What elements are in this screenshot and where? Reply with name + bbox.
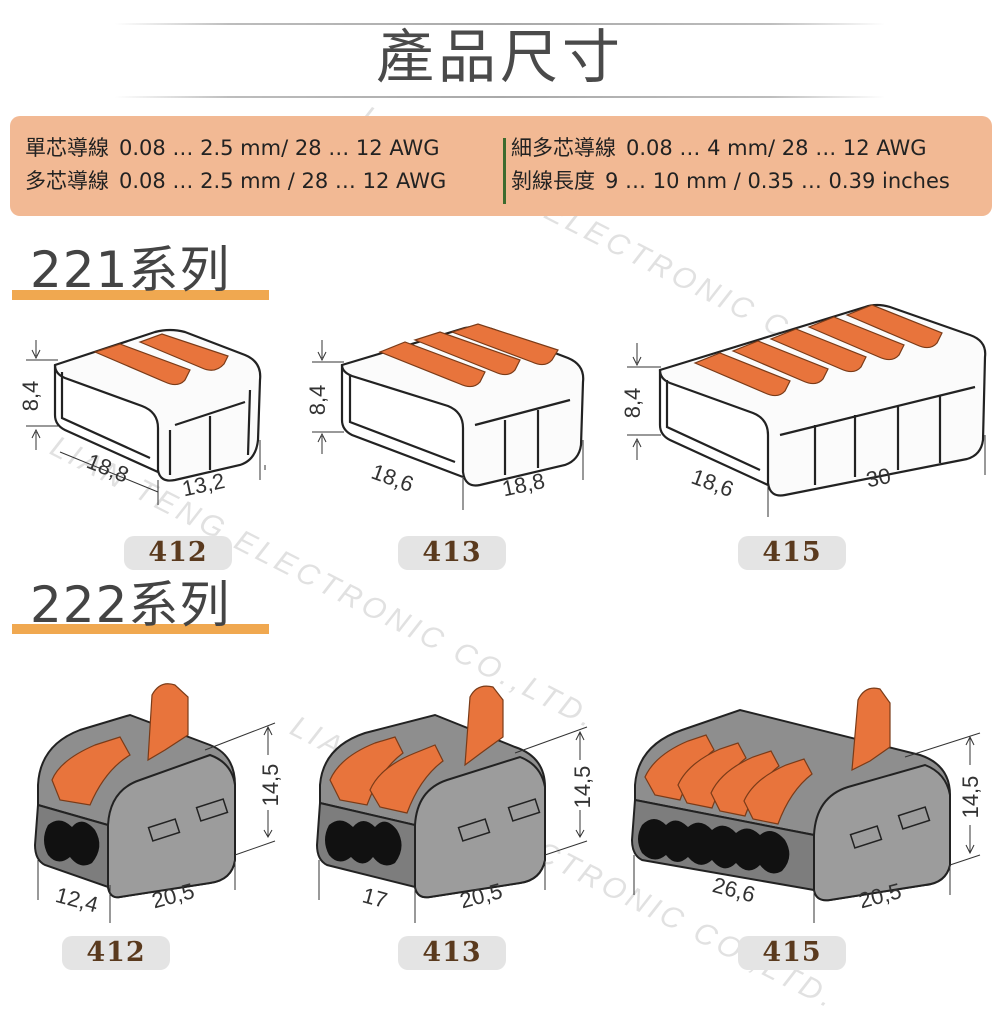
dim-height: 8,4 xyxy=(305,385,330,416)
connector-221-415-drawing: 8,4 18,6 30 xyxy=(620,303,987,517)
dim-depth: 18,6 xyxy=(688,464,737,502)
connector-222-415-drawing: 14,5 26,6 20,5 xyxy=(630,687,983,923)
spec-column-left: 單芯導線 0.08 … 2.5 mm/ 28 … 12 AWG 多芯導線 0.08 … xyxy=(25,132,446,198)
spec-row-solid-wire: 單芯導線 0.08 … 2.5 mm/ 28 … 12 AWG xyxy=(25,132,446,165)
dim-width: 17 xyxy=(360,883,390,913)
spec-row-fine-stranded-wire: 細多芯導線 0.08 … 4 mm/ 28 … 12 AWG xyxy=(511,132,950,165)
spec-value: 0.08 … 2.5 mm/ 28 … 12 AWG xyxy=(119,136,440,160)
series-222-underline xyxy=(12,624,269,634)
spec-row-strip-length: 剝線長度 9 … 10 mm / 0.35 … 0.39 inches xyxy=(511,165,950,198)
dim-width: 12,4 xyxy=(53,882,101,917)
spec-row-stranded-wire: 多芯導線 0.08 … 2.5 mm / 28 … 12 AWG xyxy=(25,165,446,198)
dim-height: 14,5 xyxy=(258,764,283,807)
spec-label: 多芯導線 xyxy=(25,169,109,193)
spec-label: 剝線長度 xyxy=(511,169,595,193)
wire-spec-panel: 單芯導線 0.08 … 2.5 mm/ 28 … 12 AWG 多芯導線 0.08 … xyxy=(10,116,992,216)
model-badge-221-415: 415 xyxy=(738,536,846,570)
model-badge-221-412: 412 xyxy=(124,536,232,570)
model-badge-221-413: 413 xyxy=(398,536,506,570)
dim-height: 14,5 xyxy=(958,776,983,819)
connector-222-412-drawing: 14,5 12,4 20,5 xyxy=(33,683,283,923)
spec-value: 0.08 … 4 mm/ 28 … 12 AWG xyxy=(626,136,927,160)
model-badge-222-415: 415 xyxy=(738,936,846,970)
connector-221-412-drawing: 8,4 18,8 13,2 xyxy=(18,328,266,505)
series-222-title: 222系列 xyxy=(30,576,231,634)
model-badge-222-413: 413 xyxy=(398,936,506,970)
model-badge-222-412: 412 xyxy=(62,936,170,970)
header-rule-top xyxy=(115,23,885,25)
header-rule-bottom xyxy=(115,96,885,98)
dim-depth: 18,6 xyxy=(368,459,417,497)
connector-222-413-drawing: 14,5 17 20,5 xyxy=(315,685,595,923)
dim-width: 30 xyxy=(864,463,893,493)
spec-divider xyxy=(503,138,506,204)
series-221-title: 221系列 xyxy=(30,241,231,299)
spec-value: 0.08 … 2.5 mm / 28 … 12 AWG xyxy=(119,169,447,193)
dim-height: 8,4 xyxy=(620,388,645,419)
spec-label: 細多芯導線 xyxy=(511,136,616,160)
spec-label: 單芯導線 xyxy=(25,136,109,160)
page-title: 產品尺寸 xyxy=(375,23,624,91)
connector-221-413-drawing: 8,4 18,6 18,8 xyxy=(305,323,585,510)
dim-height: 14,5 xyxy=(570,766,595,809)
spec-column-right: 細多芯導線 0.08 … 4 mm/ 28 … 12 AWG 剝線長度 9 … 10… xyxy=(511,132,950,198)
dim-height: 8,4 xyxy=(18,381,43,412)
series-221-underline xyxy=(12,290,269,300)
spec-value: 9 … 10 mm / 0.35 … 0.39 inches xyxy=(605,169,950,193)
dim-depth: 18,8 xyxy=(83,448,132,487)
